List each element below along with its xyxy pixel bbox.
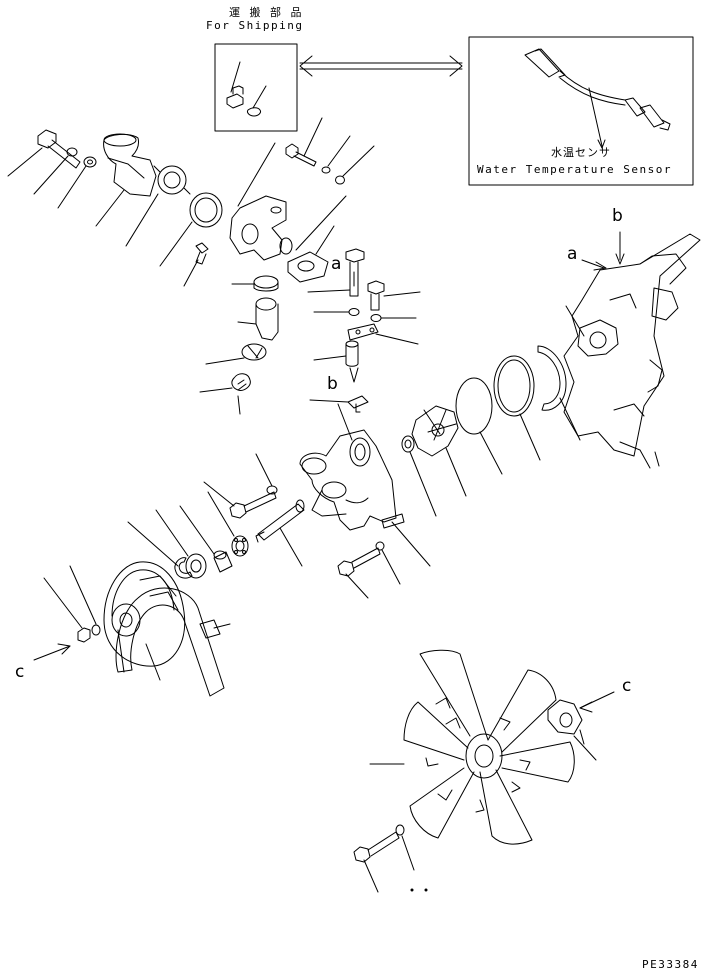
- thermostat-part: [126, 166, 190, 246]
- cooling-fan-part: [370, 650, 574, 844]
- pump-bolt-part: [204, 482, 276, 518]
- long-bolt-washer-part: [376, 542, 400, 584]
- hose-part: [238, 298, 278, 340]
- shipping-label-jp: 運 搬 部 品: [229, 6, 305, 19]
- ref-letter-c-left: c: [15, 662, 25, 682]
- washer-part: [34, 148, 77, 194]
- fan-spacer-part: [548, 692, 614, 760]
- thermostat-housing: [230, 143, 292, 260]
- pump-shaft-part: [256, 500, 304, 566]
- spacer-part: [314, 341, 358, 366]
- pump-gasket-part: [494, 356, 540, 460]
- second-bearing-part: [156, 510, 206, 578]
- fan-bolt-part: [354, 832, 399, 892]
- thermostat-housing-group: [8, 118, 374, 286]
- housing-gasket-part: [288, 196, 346, 282]
- link-arrow: [300, 56, 462, 76]
- ref-letter-a-top: a: [331, 254, 342, 274]
- upper-washer-part: [314, 309, 359, 316]
- pulley-washer-part: [70, 566, 100, 635]
- clip-part: [310, 396, 368, 412]
- bearing-part: [208, 492, 248, 556]
- plug-part: [184, 243, 208, 286]
- water-temperature-sensor-part: [525, 49, 670, 148]
- housing-lock-washer-part: [336, 146, 375, 184]
- clamp-part-3: [200, 374, 250, 414]
- o-ring-part: [456, 378, 502, 474]
- ref-letter-c-right: c: [622, 676, 632, 696]
- shipping-fitting-part: [227, 62, 266, 116]
- housing-bolt-part: [286, 118, 322, 166]
- water-outlet-elbow: [96, 134, 156, 226]
- upper-lock-washer-part: [371, 315, 416, 322]
- long-pump-bolt-part: [338, 548, 380, 598]
- ref-letter-b-mid: b: [327, 374, 338, 394]
- impeller-group: [402, 346, 580, 516]
- sleeve-part: [180, 506, 232, 572]
- upper-bolts-group: [308, 249, 420, 412]
- fan-bolt-group: [354, 825, 414, 892]
- sensor-label-en: Water Temperature Sensor: [477, 163, 672, 176]
- pump-washer-part: [256, 454, 277, 494]
- seal-part: [402, 436, 436, 516]
- retaining-ring-part: [128, 522, 192, 578]
- bracket-plate-part: [348, 324, 418, 344]
- fan-washer-part: [396, 825, 414, 870]
- bolt-part: [8, 130, 80, 176]
- clamp-part-1: [232, 276, 278, 291]
- shipping-label-en: For Shipping: [206, 19, 304, 32]
- clamp-part-2: [206, 344, 266, 364]
- thermostat-seal-ring: [160, 193, 222, 266]
- short-bolt-part: [368, 281, 420, 310]
- fan-pulley-group: [34, 562, 230, 696]
- ref-letter-a-right: a: [567, 244, 578, 264]
- shaft-bearing-group: [128, 454, 400, 598]
- hose-group: [200, 276, 278, 414]
- pulley-nut-part: [44, 578, 90, 642]
- sensor-label-jp: 水温センサ: [551, 146, 611, 159]
- snap-ring-part: [538, 346, 580, 440]
- housing-washer-part: [322, 136, 350, 173]
- shipping-parts-box: [215, 44, 297, 131]
- drive-belt-part: [116, 588, 230, 696]
- impeller-part: [412, 406, 466, 496]
- bottom-marks: [411, 889, 427, 891]
- engine-block-part: [564, 232, 700, 468]
- ref-letter-b-top: b: [612, 206, 623, 226]
- lock-washer-part: [58, 157, 96, 208]
- long-bolt-part: [308, 249, 364, 296]
- sensor-box: [469, 37, 693, 185]
- drawing-code: PE33384: [642, 958, 699, 971]
- water-pump-body: [300, 404, 430, 566]
